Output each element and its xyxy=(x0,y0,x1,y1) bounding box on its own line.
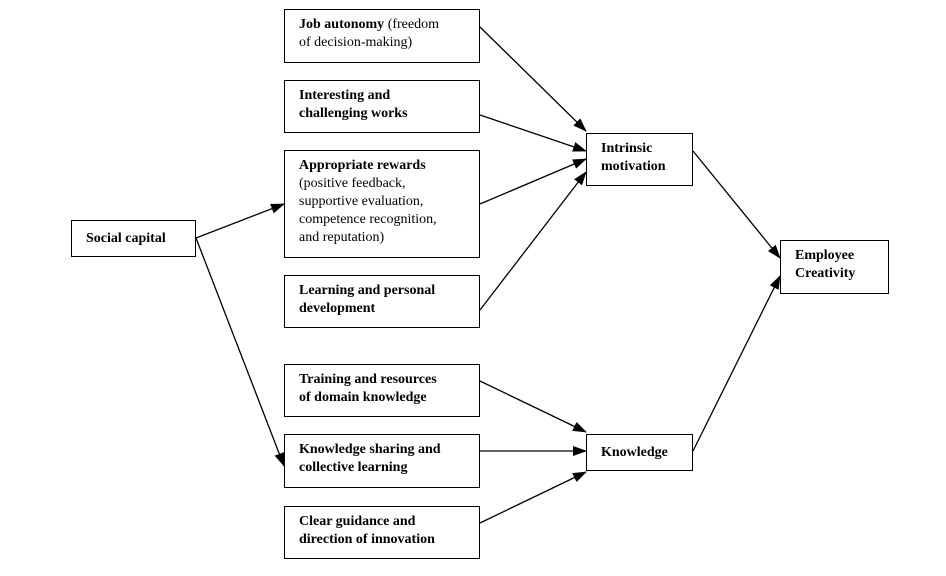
node-training-resources: Training and resources of domain knowled… xyxy=(284,364,480,417)
arrow-learning-to-intrinsic xyxy=(479,171,587,311)
node-job-autonomy: Job autonomy (freedom of decision-making… xyxy=(284,9,480,63)
node-label-detail: (freedom xyxy=(384,17,439,32)
arrow-training-to-knowledge xyxy=(479,380,587,433)
node-knowledge: Knowledge xyxy=(586,434,693,471)
node-label-line1: Clear guidance and xyxy=(299,514,416,529)
node-label-detail-2: supportive evaluation, xyxy=(299,194,424,209)
node-intrinsic-motivation: Intrinsic motivation xyxy=(586,133,693,186)
arrow-social-to-rewards xyxy=(195,203,285,239)
arrow-guidance-to-knowledge xyxy=(479,471,587,524)
node-label-line2: development xyxy=(299,301,376,316)
node-knowledge-sharing: Knowledge sharing and collective learnin… xyxy=(284,434,480,488)
node-learning-development: Learning and personal development xyxy=(284,275,480,328)
node-label-line2: direction of innovation xyxy=(299,532,435,547)
node-label-bold: Job autonomy xyxy=(299,17,385,32)
node-label-detail-3: competence recognition, xyxy=(299,212,437,227)
node-social-capital: Social capital xyxy=(71,220,196,257)
node-label-line2: collective learning xyxy=(299,460,408,475)
node-label-line1: Training and resources xyxy=(299,372,437,387)
arrow-autonomy-to-intrinsic xyxy=(479,26,587,132)
node-label-line2: of domain knowledge xyxy=(299,390,427,405)
node-label-line1: Interesting and xyxy=(299,88,391,103)
node-label-line2: motivation xyxy=(601,159,666,174)
node-label-detail-1: (positive feedback, xyxy=(299,176,406,191)
node-label-line2: challenging works xyxy=(299,106,408,121)
node-label-detail: of decision-making) xyxy=(299,35,413,50)
node-clear-guidance: Clear guidance and direction of innovati… xyxy=(284,506,480,559)
node-label-detail-4: and reputation) xyxy=(299,230,385,245)
node-employee-creativity: Employee Creativity xyxy=(780,240,889,294)
node-interesting-work: Interesting and challenging works xyxy=(284,80,480,133)
node-label-line2: Creativity xyxy=(795,266,856,281)
arrow-intrinsic-to-creativity xyxy=(692,150,781,259)
node-label-line1: Intrinsic xyxy=(601,141,653,156)
arrow-rewards-to-intrinsic xyxy=(479,158,587,205)
node-label-line1: Learning and personal xyxy=(299,283,436,298)
arrow-knowledge-to-creativity xyxy=(692,275,781,452)
arrow-social-to-sharing xyxy=(195,237,285,467)
node-label: Social capital xyxy=(86,231,166,246)
node-label-line1: Knowledge sharing and xyxy=(299,442,441,457)
node-label-line1: Employee xyxy=(795,248,855,263)
node-label-title: Appropriate rewards xyxy=(299,158,426,173)
arrow-interest-to-intrinsic xyxy=(479,114,587,152)
node-appropriate-rewards: Appropriate rewards (positive feedback, … xyxy=(284,150,480,258)
node-label: Knowledge xyxy=(601,445,668,460)
